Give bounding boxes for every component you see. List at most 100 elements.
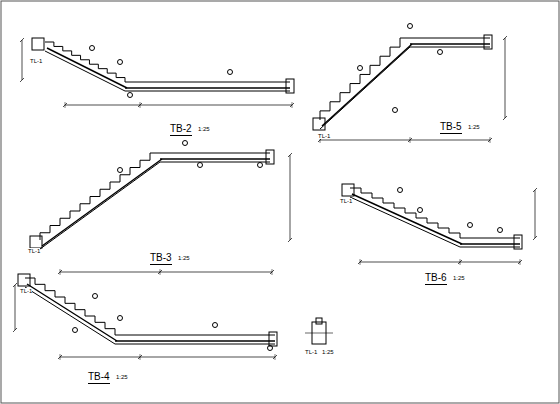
scale-note: 1:25 xyxy=(453,275,465,281)
stroke xyxy=(320,47,410,129)
drawing-title: TB-2 xyxy=(170,124,192,136)
stroke xyxy=(125,87,290,88)
beam xyxy=(286,79,294,93)
callout-circle xyxy=(118,316,123,321)
stroke xyxy=(320,140,490,141)
stroke xyxy=(115,335,275,336)
stroke xyxy=(20,78,24,82)
stroke xyxy=(138,355,142,359)
callout-circle xyxy=(213,323,218,328)
callout-circle xyxy=(118,168,123,173)
stroke xyxy=(125,91,290,92)
stroke xyxy=(60,269,61,275)
stroke xyxy=(22,40,23,80)
stair-steps xyxy=(350,188,460,238)
stroke xyxy=(58,270,62,274)
stroke xyxy=(65,105,292,106)
beam-tag: TL-1 xyxy=(28,248,40,254)
stroke xyxy=(60,357,275,358)
beam xyxy=(342,184,354,196)
stroke xyxy=(358,260,362,264)
stroke xyxy=(460,259,461,265)
beam xyxy=(313,118,325,130)
callout-circle xyxy=(228,70,233,75)
callout-circle xyxy=(468,223,473,228)
stroke xyxy=(13,328,17,332)
stroke xyxy=(275,354,276,360)
stroke xyxy=(410,38,490,39)
stroke xyxy=(533,236,537,240)
callout-circle xyxy=(358,66,363,71)
callout-circle xyxy=(90,46,95,51)
stroke xyxy=(160,162,270,163)
stroke xyxy=(505,38,506,118)
stroke xyxy=(15,285,16,330)
stroke xyxy=(270,270,274,274)
stroke xyxy=(535,190,536,238)
beam xyxy=(30,236,42,248)
stroke xyxy=(140,354,141,360)
stroke xyxy=(305,333,333,334)
callout-circle xyxy=(183,141,188,146)
drawing-title: TB-6 xyxy=(425,273,447,285)
stroke xyxy=(47,48,127,88)
beam xyxy=(514,235,522,249)
callout-circle xyxy=(398,188,403,193)
beam xyxy=(484,35,492,49)
stroke xyxy=(27,284,117,341)
callout-circle xyxy=(118,60,123,65)
beam xyxy=(18,274,30,286)
stroke xyxy=(322,44,412,126)
callout-circle xyxy=(498,228,503,233)
stroke xyxy=(25,287,115,344)
stair-steps xyxy=(320,38,410,120)
stroke xyxy=(350,197,460,247)
stroke xyxy=(42,159,162,246)
stroke xyxy=(410,43,490,44)
scale-note: 1:25 xyxy=(178,255,190,261)
scale-note: 1:25 xyxy=(116,374,128,380)
stroke xyxy=(290,155,291,240)
stroke xyxy=(410,137,411,143)
stroke xyxy=(290,103,294,107)
stroke xyxy=(65,102,66,108)
stroke xyxy=(503,116,507,120)
stroke xyxy=(410,47,490,48)
stroke xyxy=(408,138,412,142)
stroke xyxy=(490,137,491,143)
callout-circle xyxy=(73,328,78,333)
stair-steps xyxy=(40,153,160,240)
stroke xyxy=(58,355,62,359)
stroke xyxy=(125,82,290,83)
beam-tag: TL-1 xyxy=(318,133,330,139)
beam xyxy=(266,150,274,164)
beam-tag: TL-1 xyxy=(305,349,317,355)
stroke xyxy=(160,153,270,154)
stroke xyxy=(272,269,273,275)
stroke xyxy=(13,283,17,287)
stroke xyxy=(360,262,520,263)
stroke xyxy=(115,344,275,345)
scale-note: 1:25 xyxy=(198,126,210,132)
stroke xyxy=(288,238,292,242)
stair-steps xyxy=(25,278,115,335)
callout-circle xyxy=(128,93,133,98)
callout-circle xyxy=(393,108,398,113)
stroke xyxy=(460,238,520,239)
stroke xyxy=(488,138,492,142)
stroke xyxy=(520,259,521,265)
beam xyxy=(32,38,44,50)
drawing-title: TB-5 xyxy=(440,122,462,134)
scale-note: 1:25 xyxy=(468,124,480,130)
beam-tag: TL-1 xyxy=(30,58,42,64)
stroke xyxy=(518,260,522,264)
stroke xyxy=(158,270,162,274)
stroke xyxy=(60,354,61,360)
callout-circle xyxy=(198,163,203,168)
stroke xyxy=(60,272,272,273)
callout-circle xyxy=(268,346,273,351)
callout-circle xyxy=(418,208,423,213)
stroke xyxy=(63,103,67,107)
stroke xyxy=(352,194,462,244)
